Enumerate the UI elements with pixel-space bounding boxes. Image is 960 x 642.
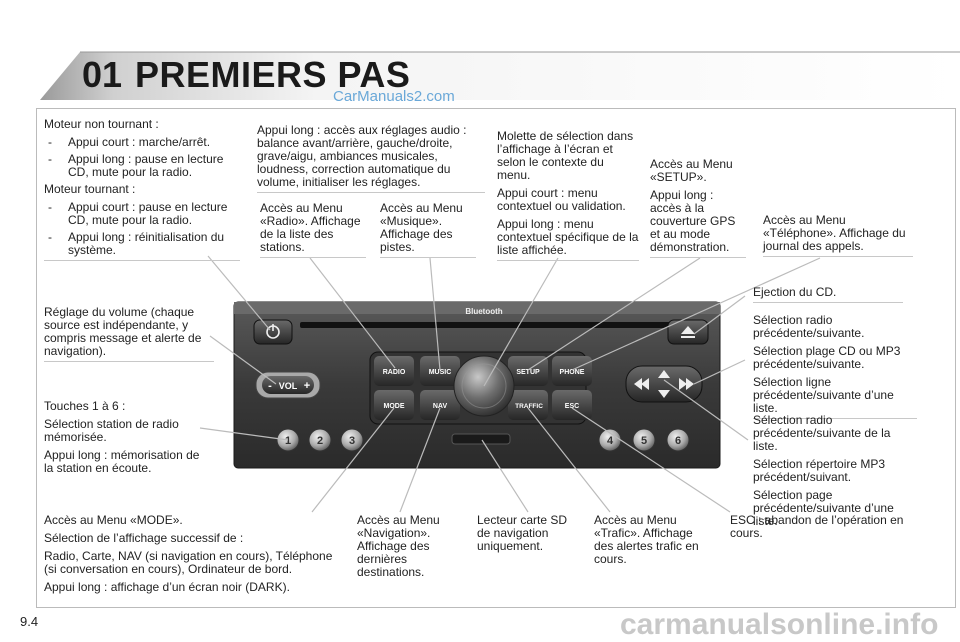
up-down-callout: Sélection radio précédente/suivante de l… xyxy=(753,413,894,528)
music-button-label: MUSIC xyxy=(429,369,452,376)
preset-button xyxy=(632,428,656,452)
phone-callout: Accès au Menu «Téléphone». Affichage du … xyxy=(763,214,913,257)
esc-button xyxy=(552,390,592,420)
center-button-panel xyxy=(369,351,592,425)
preset-label-5: 5 xyxy=(641,435,647,447)
power-on-heading: Moteur tournant : xyxy=(44,182,136,196)
preset-label-3: 3 xyxy=(349,435,355,447)
mode-button xyxy=(374,390,414,420)
preset-label-1: 1 xyxy=(285,435,291,447)
sd-card-callout: Lecteur carte SD de navigation uniquemen… xyxy=(477,513,568,553)
nav-callout: Accès au Menu «Navigation». Affichage de… xyxy=(357,513,440,579)
preset-buttons xyxy=(276,428,690,452)
vol-plus-label: + xyxy=(304,380,310,392)
knob-callout: Molette de sélection dans l’affichage à … xyxy=(497,130,639,261)
preset-button xyxy=(340,428,364,452)
watermark-link[interactable]: CarManuals2.com xyxy=(333,88,455,105)
content-frame xyxy=(36,108,956,608)
sd-card-slot xyxy=(451,433,511,445)
chapter-number: 01 xyxy=(82,54,123,95)
traffic-button xyxy=(508,390,548,420)
esc-button-label: ESC xyxy=(565,403,579,410)
vol-label: VOL xyxy=(279,381,298,391)
phone-button xyxy=(552,356,592,386)
vol-minus-label: - xyxy=(268,380,272,392)
preset-button xyxy=(308,428,332,452)
power-button xyxy=(253,319,293,345)
power-on-short: Appui court : pause en lecture CD, mute … xyxy=(68,200,228,227)
volume-callout: Réglage du volume (chaque source est ind… xyxy=(44,306,214,362)
up-arrow-icon xyxy=(658,370,670,378)
traffic-callout: Accès au Menu «Trafic». Affichage des al… xyxy=(594,513,699,566)
preset-label-6: 6 xyxy=(675,435,681,447)
chapter-title: PREMIERS PAS xyxy=(135,54,411,95)
audio-settings-callout: Appui long : accès aux réglages audio : … xyxy=(257,124,485,193)
preset-button xyxy=(666,428,690,452)
left-arrow-icon xyxy=(634,378,642,390)
page-number: 9.4 xyxy=(20,614,39,629)
cd-slot xyxy=(300,322,680,328)
power-callout: Moteur non tournant : -Appui court : mar… xyxy=(44,118,240,265)
mode-callout: Accès au Menu «MODE». Sélection de l’aff… xyxy=(44,513,333,594)
footer-watermark: carmanualsonline.info xyxy=(620,608,939,641)
left-right-callout: Sélection radio précédente/suivante. Sél… xyxy=(753,314,917,419)
down-arrow-icon xyxy=(658,390,670,398)
nav-button xyxy=(420,390,460,420)
setup-button-label: SETUP xyxy=(516,369,540,376)
setup-callout: Accès au Menu «SETUP». Appui long : accè… xyxy=(650,158,746,258)
nav-button-label: NAV xyxy=(433,403,448,410)
preset-label-4: 4 xyxy=(607,435,614,447)
callout-lines xyxy=(199,255,821,513)
phone-button-label: PHONE xyxy=(560,369,585,376)
eject-callout: Ejection du CD. xyxy=(753,286,903,303)
radio-button-label: RADIO xyxy=(383,369,406,376)
traffic-button-label: TRAFFIC xyxy=(515,403,543,410)
bluetooth-label: Bluetooth xyxy=(465,307,502,316)
music-menu-callout: Accès au Menu «Musique». Affichage des p… xyxy=(380,202,476,258)
mode-button-label: MODE xyxy=(384,403,405,410)
preset-label-2: 2 xyxy=(317,435,323,447)
power-off-heading: Moteur non tournant : xyxy=(44,117,159,131)
power-off-short: Appui court : marche/arrêt. xyxy=(68,135,211,149)
esc-callout: ESC : abandon de l’opération en cours. xyxy=(730,513,904,540)
power-off-long: Appui long : pause en lecture CD, mute p… xyxy=(68,152,224,179)
right-arrow-icon xyxy=(686,378,694,390)
radio-button xyxy=(374,356,414,386)
power-on-long: Appui long : réinitialisation du système… xyxy=(68,230,225,257)
chapter-header-band xyxy=(40,51,960,100)
radio-menu-callout: Accès au Menu «Radio». Affichage de la l… xyxy=(260,202,366,258)
music-button xyxy=(420,356,460,386)
presets-callout: Touches 1 à 6 : Sélection station de rad… xyxy=(44,399,200,475)
